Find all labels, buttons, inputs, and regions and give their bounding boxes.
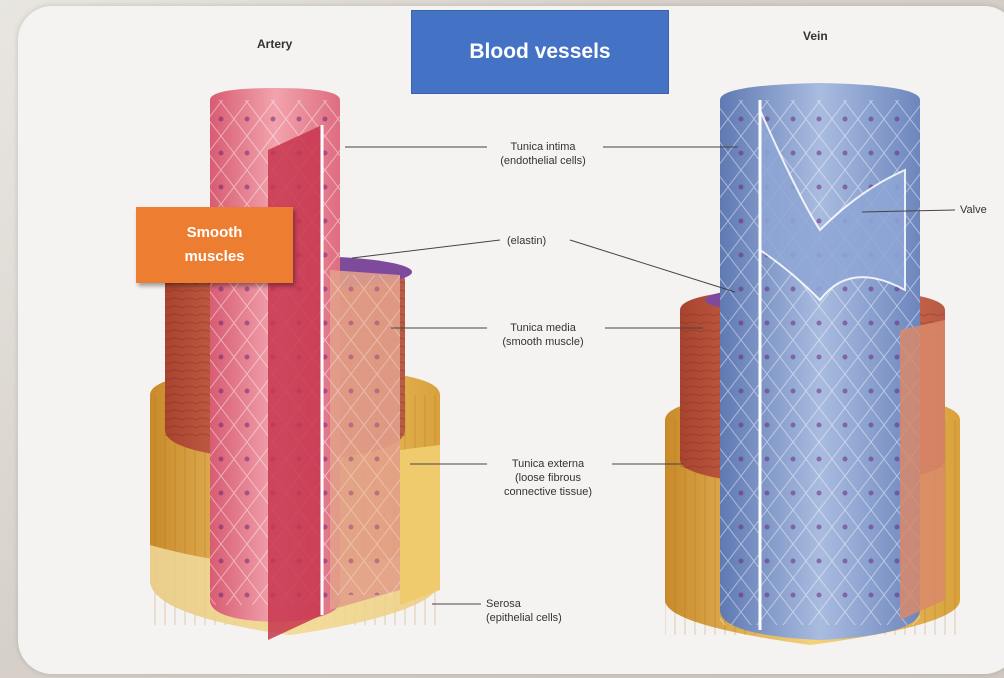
vein-heading: Vein bbox=[803, 29, 828, 43]
artery-illustration bbox=[150, 88, 440, 640]
vein-illustration bbox=[665, 83, 960, 645]
smooth-muscles-callout: Smooth muscles bbox=[136, 207, 293, 283]
title-text: Blood vessels bbox=[469, 40, 610, 64]
callout-line-1: Smooth bbox=[184, 221, 244, 245]
label-valve: Valve bbox=[960, 203, 987, 217]
label-serosa: Serosa (epithelial cells) bbox=[486, 597, 562, 625]
label-tunica-intima: Tunica intima (endothelial cells) bbox=[480, 140, 606, 168]
leader-elastin-artery bbox=[352, 240, 500, 258]
label-tunica-externa: Tunica externa (loose fibrous connective… bbox=[478, 457, 618, 499]
leader-elastin-vein bbox=[570, 240, 735, 292]
label-tunica-media: Tunica media (smooth muscle) bbox=[480, 321, 606, 349]
label-elastin: (elastin) bbox=[507, 234, 546, 248]
callout-line-2: muscles bbox=[184, 245, 244, 269]
artery-heading: Artery bbox=[257, 37, 292, 51]
title-box: Blood vessels bbox=[411, 10, 669, 94]
